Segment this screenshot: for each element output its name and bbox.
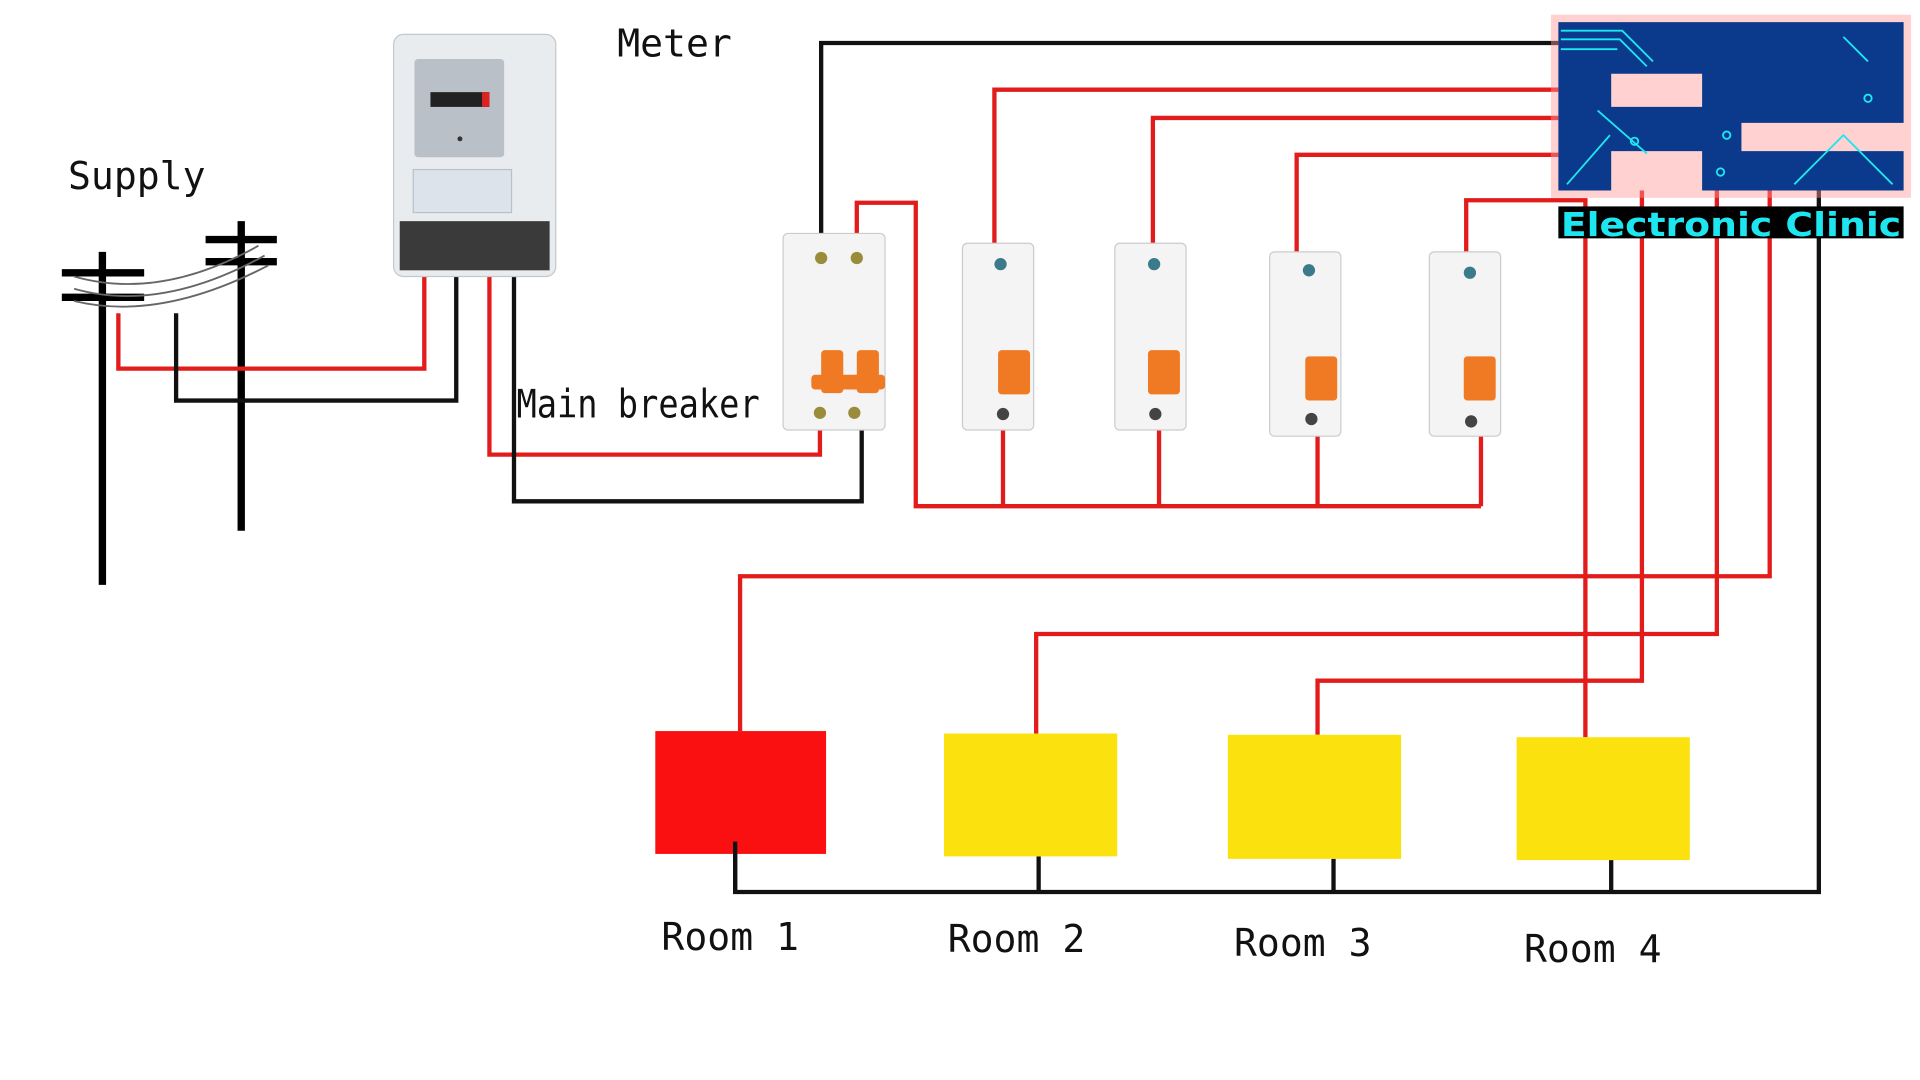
branch-breaker-1[interactable] bbox=[961, 242, 1035, 431]
room-2-label: Room 2 bbox=[948, 917, 1086, 961]
branch-breaker-4[interactable] bbox=[1428, 251, 1502, 437]
logo-text: Electronic Clinic bbox=[1561, 205, 1901, 244]
supply-label: Supply bbox=[68, 154, 206, 198]
meter-label: Meter bbox=[617, 22, 732, 66]
room-4-lamp bbox=[1516, 737, 1690, 861]
main-breaker-label: Main breaker bbox=[516, 383, 759, 428]
main-breaker[interactable] bbox=[782, 232, 886, 431]
energy-meter bbox=[392, 33, 557, 278]
room-3-lamp bbox=[1227, 734, 1402, 859]
room-3-label: Room 3 bbox=[1234, 921, 1372, 965]
room-1-lamp bbox=[655, 731, 827, 854]
room-1-label: Room 1 bbox=[661, 915, 799, 959]
electronic-clinic-logo: Electronic Clinic bbox=[1550, 14, 1911, 244]
room-4-label: Room 4 bbox=[1524, 927, 1662, 971]
utility-poles bbox=[61, 221, 277, 585]
live-wires bbox=[116, 87, 1772, 738]
branch-breaker-3[interactable] bbox=[1269, 251, 1342, 437]
room-2-lamp bbox=[944, 733, 1118, 857]
branch-breaker-2[interactable] bbox=[1114, 242, 1187, 431]
